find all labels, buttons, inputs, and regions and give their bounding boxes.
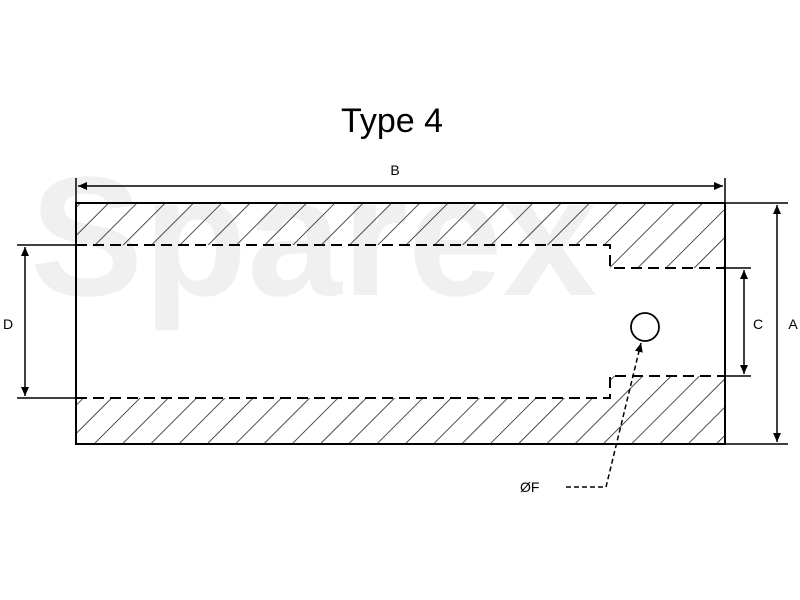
dimension-b: B [75,162,726,203]
dimension-c: C [725,267,763,377]
diagram-title: Type 4 [341,102,443,140]
inner-bore-hidden-lines [76,244,725,399]
upper-wall-hatch-step [610,245,725,268]
dimension-d-label: D [3,316,13,332]
dimension-f-label: ØF [520,479,539,495]
dimension-a: A [725,202,798,445]
dimension-f-leader: ØF [520,342,643,495]
dimension-c-label: C [753,316,763,332]
lower-wall-hatch-step [610,376,725,398]
lower-wall-hatch [76,398,725,444]
bush-wall-hatching [76,203,725,444]
cross-hole [630,312,660,342]
bush-outline [75,202,726,445]
dimension-d: D [3,244,76,399]
dimension-b-label: B [390,162,399,178]
dimension-a-label: A [788,316,798,332]
upper-wall-hatch [76,203,725,245]
